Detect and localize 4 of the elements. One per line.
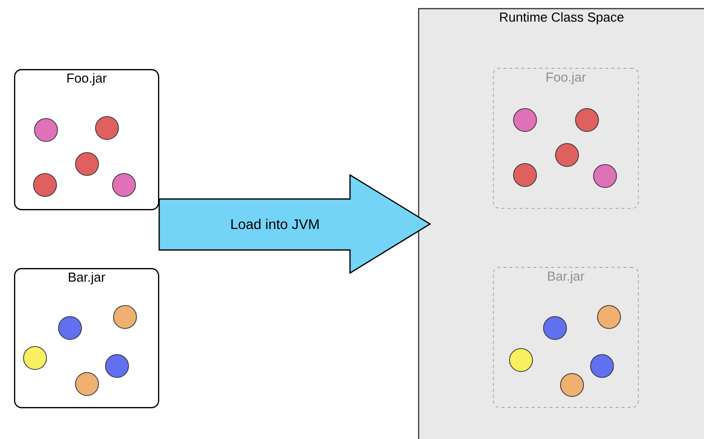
block-arrow: [158, 174, 432, 274]
jar-outline: Foo.jar: [493, 68, 639, 209]
edge-label: Load into JVM: [231, 218, 319, 230]
jar-outline: Bar.jar: [493, 267, 639, 408]
